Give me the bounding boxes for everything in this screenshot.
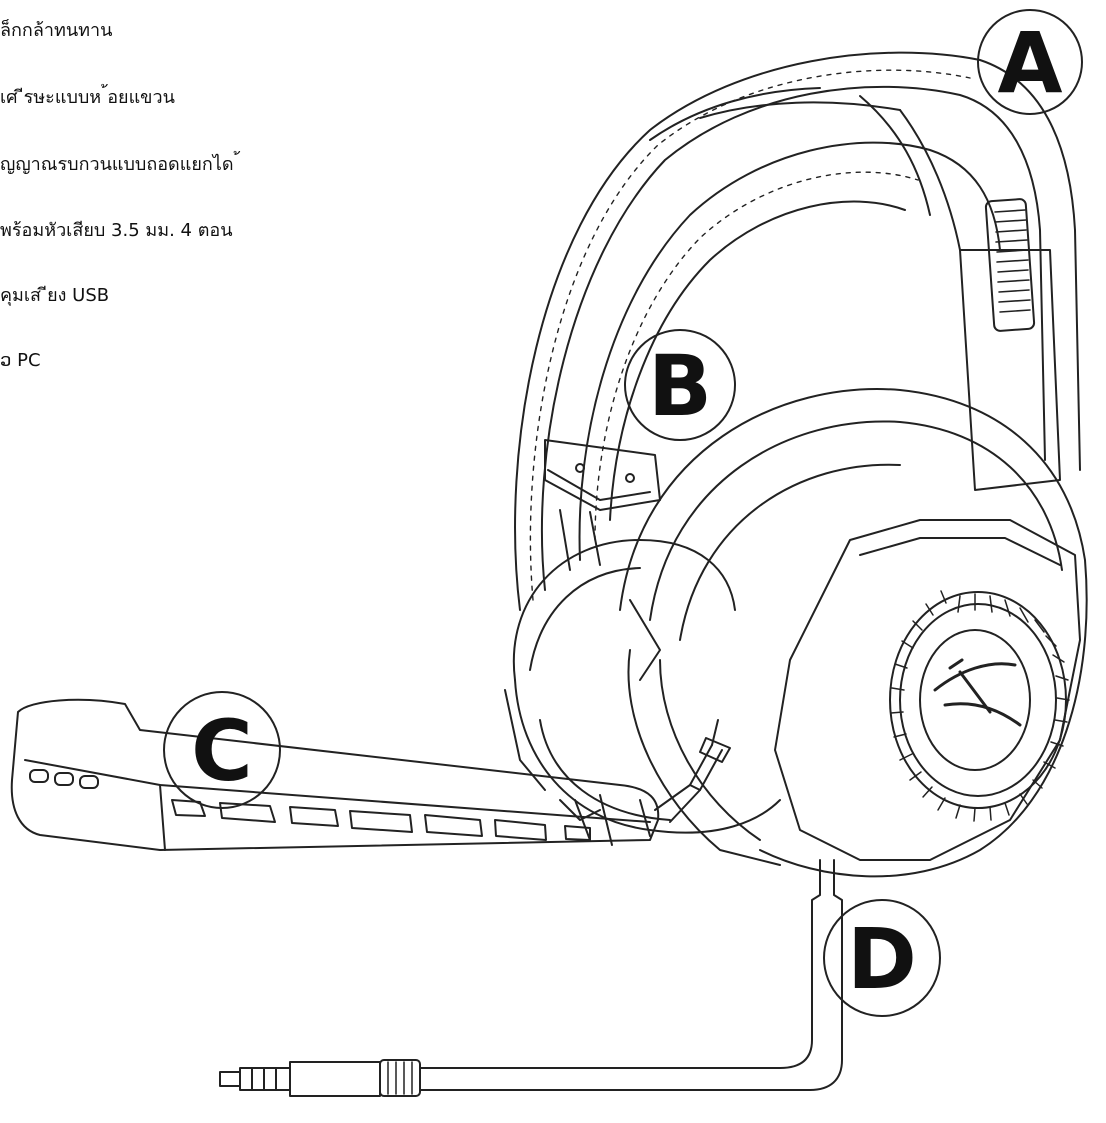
callout-circle-c	[163, 691, 281, 809]
part-item-4: พร้อมหัวเสียบ 3.5 มม. 4 ตอน	[0, 220, 233, 241]
callout-label-b: B	[648, 337, 712, 435]
part-item-1: ล็กกล้าทนทาน	[0, 20, 113, 41]
callout-circle-b	[624, 329, 736, 441]
left-hinge	[544, 439, 661, 571]
callout-circle-d	[823, 899, 941, 1017]
callout-label-a: A	[997, 14, 1062, 112]
left-earcup	[504, 539, 781, 841]
part-item-5: คุมเส ียง USB	[0, 285, 110, 306]
part-item-3: ัญญาณรบกวนแบบถอดแยกได ้	[0, 154, 240, 175]
headband-adjuster-right	[959, 198, 1061, 491]
callout-circle-a	[977, 9, 1083, 115]
callout-label-c: C	[191, 702, 253, 800]
part-item-6: ວ PC	[0, 350, 41, 371]
microphone-boom	[10, 698, 731, 851]
right-earcup	[619, 388, 1088, 878]
headband	[514, 51, 1081, 611]
part-item-2: เศ ีรษะแบบห ้อยแขวน	[0, 87, 175, 108]
cable	[219, 859, 843, 1097]
callout-label-d: D	[847, 910, 917, 1008]
